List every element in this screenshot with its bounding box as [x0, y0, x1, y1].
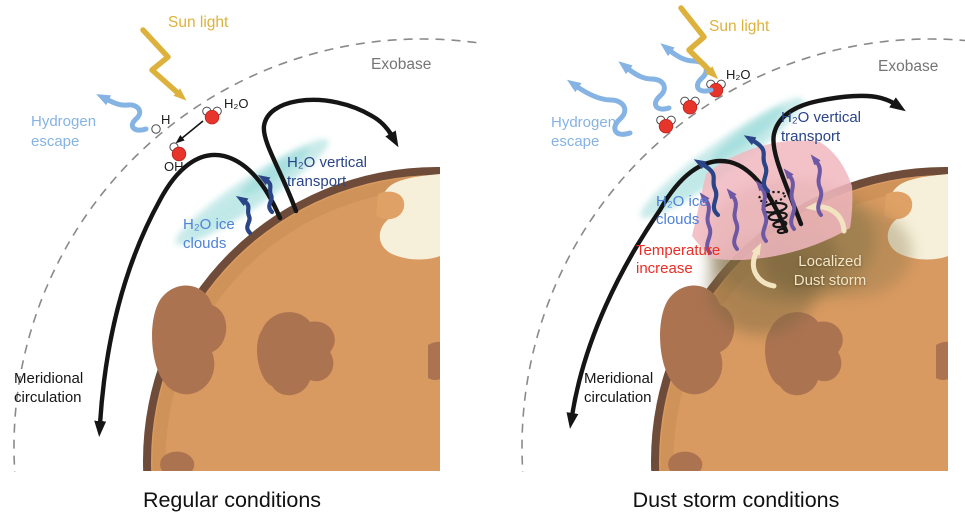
meridional-circulation-arrow-right: [771, 93, 906, 227]
hydrogen-escape-label: Hydrogen: [31, 113, 96, 130]
sun-light-label: Sun light: [709, 18, 770, 35]
vertical-transport-arrow: [257, 174, 275, 215]
exobase-dashed-line: [13, 38, 483, 472]
oh-label: OH: [164, 159, 184, 174]
sunlight-arrow: [140, 27, 187, 101]
sunlight-arrow: [678, 5, 719, 80]
vertical-transport-label: H₂O vertical: [287, 154, 367, 171]
meridional-circulation-arrow-down: [94, 152, 283, 437]
exobase-label: Exobase: [371, 56, 431, 73]
panel-caption-regular: Regular conditions: [143, 488, 321, 512]
localized-dust-storm-label: Localized: [798, 253, 861, 270]
hydrogen-escape-arrow: [96, 94, 149, 133]
vertical-transport-label: H₂O vertical: [781, 109, 861, 126]
hydrogen-escape-label: Hydrogen: [551, 114, 616, 131]
meridional-circulation-arrow-down: [566, 158, 789, 429]
vertical-transport-arrow: [693, 159, 721, 218]
ice-clouds-label: clouds: [183, 235, 226, 252]
meridional-circulation-label: circulation: [14, 389, 82, 406]
hydrogen-atom: [151, 124, 161, 134]
panel-dust-storm-conditions: Sun light Exobase H₂O Hydrogen escape H₂…: [521, 5, 965, 512]
vertical-transport-label: transport: [781, 128, 841, 145]
hydrogen-escape-label: escape: [551, 133, 599, 150]
exobase-label: Exobase: [878, 58, 938, 75]
meridional-circulation-label: Meridional: [14, 370, 83, 387]
ice-clouds-label: H₂O ice: [656, 193, 708, 210]
h2o-molecule: [202, 106, 222, 125]
localized-dust-storm-label: Dust storm: [794, 272, 867, 289]
sun-light-label: Sun light: [168, 14, 229, 31]
h2o-molecule: [680, 96, 700, 115]
meridional-circulation-label: circulation: [584, 389, 652, 406]
h-atom-label: H: [161, 112, 170, 127]
vertical-transport-arrow: [235, 195, 253, 236]
meridional-circulation-arrow-right: [261, 97, 399, 214]
temperature-increase-label: increase: [636, 260, 693, 277]
hydrogen-escape-label: escape: [31, 133, 79, 150]
ice-clouds-label: H₂O ice: [183, 216, 235, 233]
temperature-increase-label: Temperature: [636, 242, 720, 259]
photodissociation-arrow: [175, 120, 204, 144]
dust-updraft-arrow: [750, 243, 777, 289]
vertical-transport-arrow: [743, 135, 771, 194]
exobase-dashed-line: [521, 38, 965, 472]
h2o-label: H₂O: [224, 96, 249, 111]
meridional-circulation-label: Meridional: [584, 370, 653, 387]
panel-regular-conditions: Sun light Exobase Hydrogen escape H H₂O …: [13, 14, 483, 512]
h2o-molecule: [656, 115, 676, 134]
vertical-transport-label: transport: [287, 173, 347, 190]
panel-caption-dust-storm: Dust storm conditions: [633, 488, 840, 512]
heating-arrows: [699, 154, 824, 255]
ice-clouds-label: clouds: [656, 211, 699, 228]
oh-molecule: [169, 142, 187, 162]
h2o-label: H₂O: [726, 67, 751, 82]
